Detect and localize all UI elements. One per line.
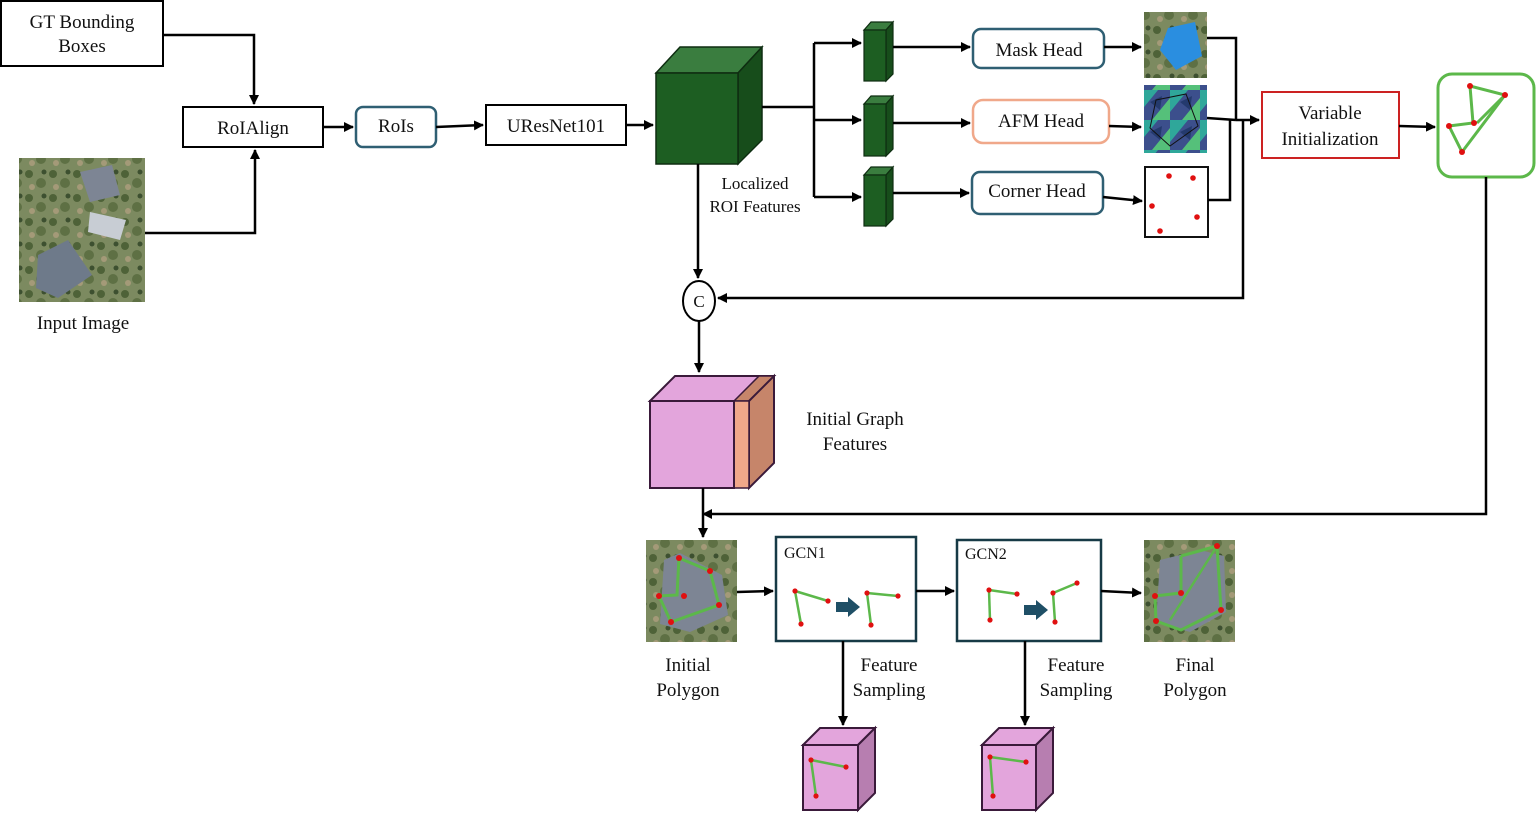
variable-init-label-2: Initialization <box>1281 129 1379 150</box>
house-roof-3 <box>36 240 92 298</box>
gcn2-transform-arrow <box>1024 600 1048 620</box>
gt-boxes-label-1: GT Bounding <box>30 12 135 33</box>
roi-features-label-2: ROI Features <box>709 197 800 216</box>
afm-head-tensor <box>862 94 895 158</box>
mask-head-label: Mask Head <box>995 40 1083 61</box>
uresnet101-node: UResNet101 <box>485 104 627 146</box>
corner-output-image <box>1144 166 1209 238</box>
gcn2-node: GCN2 <box>955 538 1103 643</box>
variable-initialization-node: Variable Initialization <box>1261 91 1400 159</box>
afm-output-image <box>1144 85 1207 153</box>
edge-image-to-roialign <box>145 149 260 235</box>
edge-gcn2-to-final-polygon <box>1100 587 1142 598</box>
initialized-polygon-box <box>1436 72 1536 179</box>
connectors <box>145 33 1488 726</box>
afm-head-label: AFM Head <box>998 111 1085 132</box>
feature-sampling-1-label-1: Feature <box>861 655 918 676</box>
variable-init-label-1: Variable <box>1298 103 1361 124</box>
corner-head-tensor <box>862 165 895 228</box>
edge-initial-polygon-to-gcn1 <box>736 586 774 597</box>
input-image-label: Input Image <box>37 313 129 334</box>
initial-graph-features-cube <box>647 373 777 491</box>
edge-afm-head-to-output <box>1108 121 1142 132</box>
initial-polygon-label-1: Initial <box>665 655 710 676</box>
concat-node: C <box>682 280 716 322</box>
corner-head-label: Corner Head <box>988 181 1086 202</box>
edge-afm-output-merge <box>1206 116 1237 122</box>
rois-node: RoIs <box>354 105 438 149</box>
roialign-label: RoIAlign <box>217 118 289 139</box>
gt-boxes-label-2: Boxes <box>58 36 106 57</box>
edge-gt-to-roialign <box>163 33 259 105</box>
graph-features-label-1: Initial Graph <box>806 409 904 430</box>
gcn1-label: GCN1 <box>784 545 826 562</box>
sampled-features-cube-2 <box>979 725 1056 813</box>
house-roof-2 <box>88 212 126 240</box>
afm-head-node: AFM Head <box>971 98 1111 145</box>
input-image: Input Image <box>19 158 145 334</box>
gcn1-transform-arrow <box>836 597 860 617</box>
edge-polygon-to-refinement <box>702 177 1488 519</box>
gcn2-label: GCN2 <box>965 546 1007 563</box>
uresnet101-label: UResNet101 <box>507 116 605 137</box>
mask-output-image <box>1144 12 1207 78</box>
initial-polygon-image <box>646 540 737 642</box>
initial-polygon-label-2: Polygon <box>656 680 720 701</box>
edge-corner-head-to-output <box>1102 195 1143 206</box>
edge-heads-to-concat <box>717 120 1245 303</box>
mask-head-node: Mask Head <box>971 27 1106 70</box>
final-polygon-label-1: Final <box>1175 655 1214 676</box>
rois-label: RoIs <box>378 116 414 137</box>
mask-head-tensor <box>862 20 895 83</box>
edge-mask-output-merge <box>1207 36 1238 120</box>
edge-variable-init-to-polygon <box>1398 121 1436 132</box>
final-polygon-label-2: Polygon <box>1163 680 1227 701</box>
feature-sampling-2-label-1: Feature <box>1048 655 1105 676</box>
house-roof-1 <box>80 165 120 202</box>
edge-corner-output-merge <box>1208 120 1232 202</box>
roi-features-label-1: Localized <box>721 174 789 193</box>
gt-bounding-boxes-node: GT Bounding Boxes <box>0 0 164 67</box>
corner-head-node: Corner Head <box>970 170 1105 216</box>
gcn1-node: GCN1 <box>774 535 918 643</box>
roi-features-cube <box>654 45 764 166</box>
final-polygon-image <box>1144 540 1235 642</box>
roialign-node: RoIAlign <box>182 106 324 148</box>
feature-sampling-2-label-2: Sampling <box>1040 680 1113 701</box>
feature-sampling-1-label-2: Sampling <box>853 680 926 701</box>
concat-label: C <box>693 292 704 311</box>
edge-rois-to-backbone <box>435 120 484 131</box>
sampled-features-cube-1 <box>800 725 878 813</box>
graph-features-label-2: Features <box>823 434 887 455</box>
